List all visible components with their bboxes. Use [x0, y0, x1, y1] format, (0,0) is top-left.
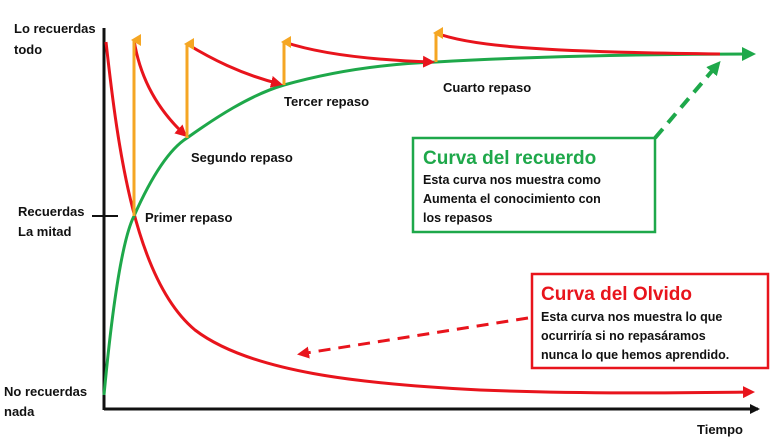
forget-pointer-arrow — [297, 316, 529, 359]
y-bottom-label-line1: No recuerdas — [4, 384, 87, 399]
recall-info-box: Curva del recuerdo Esta curva nos muestr… — [411, 136, 657, 234]
forget-info-box: Curva del Olvido Esta curva nos muestra … — [530, 272, 770, 370]
decay-2 — [186, 42, 283, 88]
recall-box-line3: los repasos — [423, 211, 493, 225]
forget-curve — [104, 41, 755, 399]
review-label-fourth: Cuarto repaso — [443, 80, 531, 95]
x-axis-label: Tiempo — [697, 422, 743, 437]
recall-box-line2: Aumenta el conocimiento con — [423, 192, 601, 206]
y-mid-label-line2: La mitad — [18, 224, 72, 239]
review-label-first: Primer repaso — [145, 210, 232, 225]
recall-curve — [102, 47, 756, 396]
y-top-label-line2: todo — [14, 42, 42, 57]
forget-box-title: Curva del Olvido — [541, 284, 692, 305]
recall-box-title: Curva del recuerdo — [423, 148, 596, 169]
review-label-second: Segundo repaso — [191, 150, 293, 165]
forget-box-line1: Esta curva nos muestra lo que — [541, 310, 722, 324]
forget-box-line2: ocurriría si no repasáramos — [541, 329, 706, 343]
y-mid-label-line1: Recuerdas — [18, 204, 84, 219]
recall-box-line1: Esta curva nos muestra como — [423, 173, 601, 187]
forget-box-line3: nunca lo que hemos aprendido. — [541, 348, 729, 362]
decay-3 — [283, 40, 435, 68]
recall-pointer-arrow — [653, 60, 721, 140]
review-label-third: Tercer repaso — [284, 94, 369, 109]
decay-1 — [132, 39, 188, 138]
y-bottom-label-line2: nada — [4, 404, 35, 419]
y-top-label-line1: Lo recuerdas — [14, 21, 96, 36]
decay-4 — [435, 31, 721, 56]
